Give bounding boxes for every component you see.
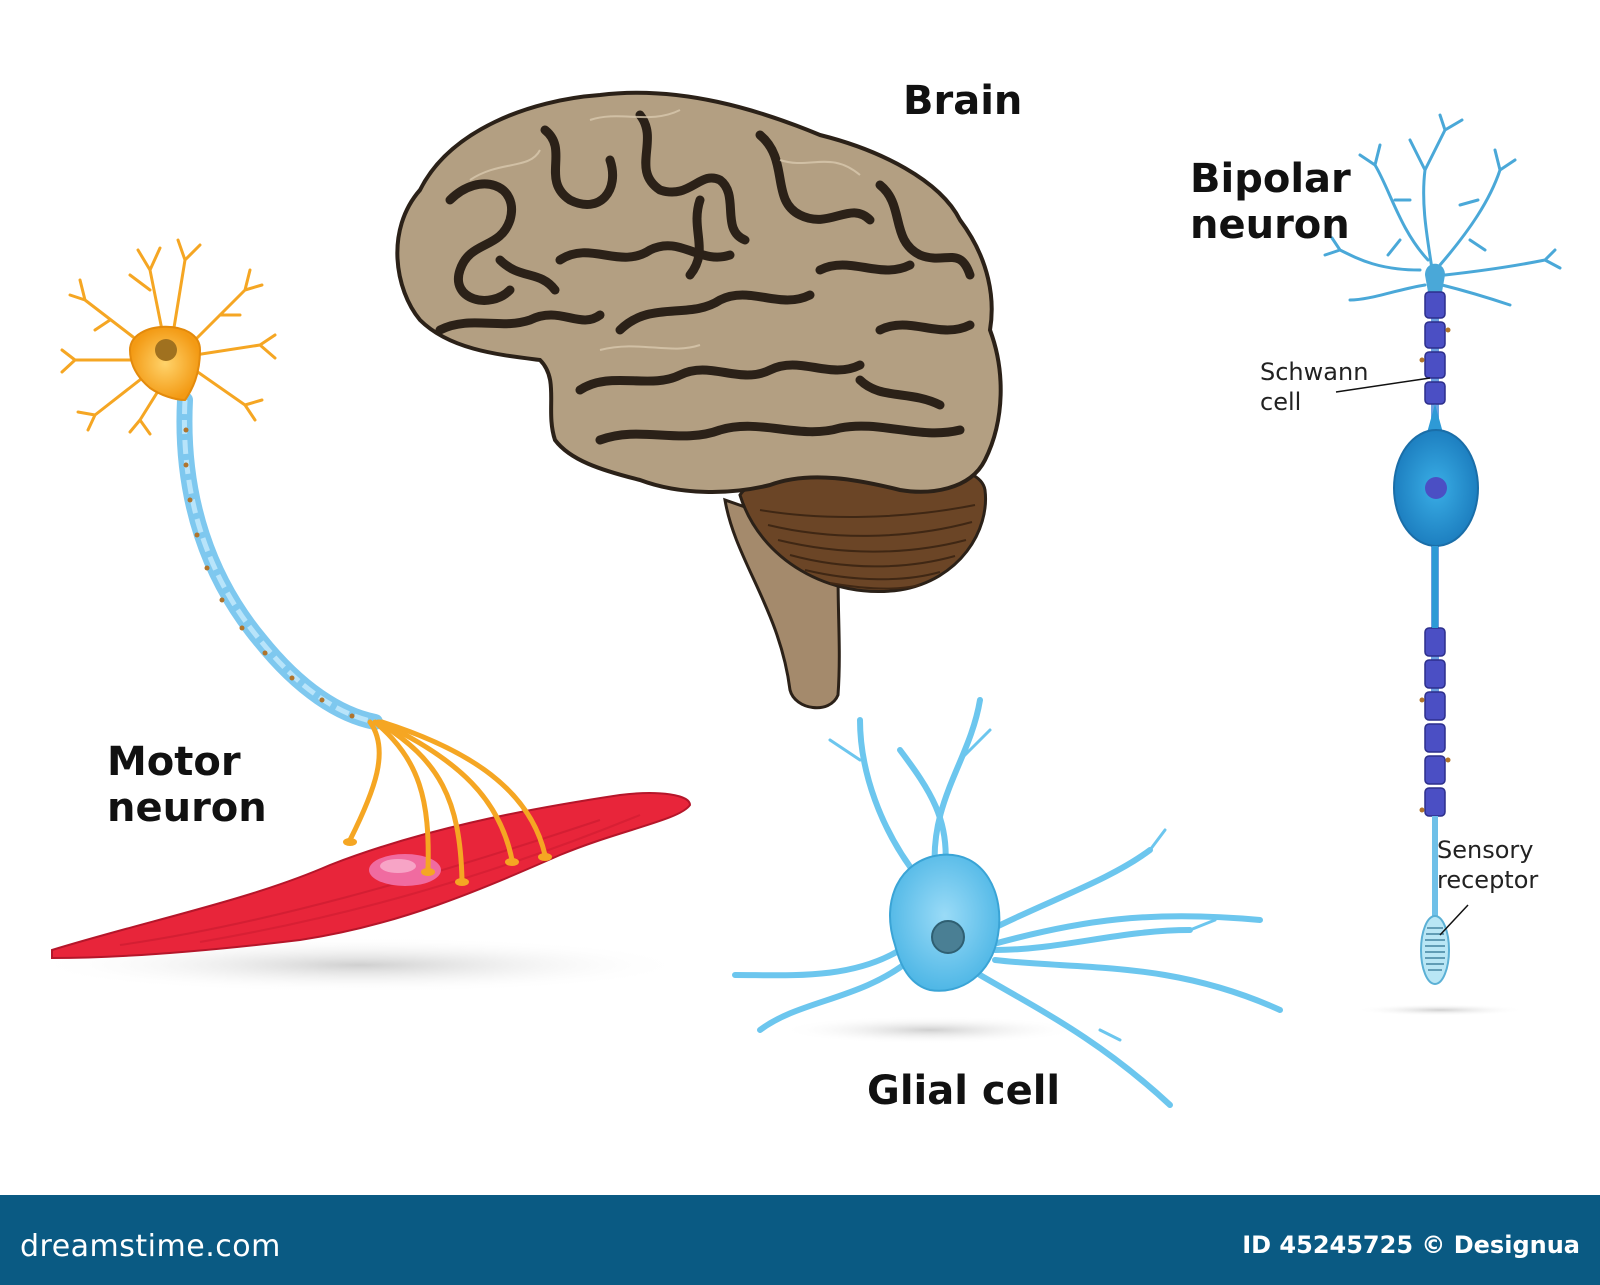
muscle-fiber: [51, 792, 692, 960]
schwann-leader-line: [1335, 377, 1431, 393]
schwann-cell-label-line1: Schwann: [1260, 358, 1369, 386]
sensory-leader-line: [1439, 904, 1469, 936]
sensory-receptor-label-line2: receptor: [1437, 866, 1539, 894]
glial-cell-label: Glial cell: [867, 1068, 1061, 1114]
glial-nucleus: [931, 920, 965, 954]
footer-bar: dreamstime.com ID 45245725 © Designua: [0, 1195, 1600, 1285]
motor-neuron-label-line1: Motor: [107, 739, 241, 785]
schwann-cells-lower: [1424, 627, 1446, 817]
bipolar-neuron-illustration: [1323, 113, 1562, 1016]
glial-cell-illustration: [732, 697, 1283, 1108]
brain-label: Brain: [903, 78, 1023, 124]
footer-site-logo[interactable]: dreamstime.com: [20, 1229, 281, 1264]
schwann-cells-upper: [1424, 291, 1446, 405]
brain-illustration: [395, 90, 1003, 710]
bipolar-nucleus: [1425, 477, 1447, 499]
illustration: [30, 90, 1562, 1108]
motor-neuron-label-line2: neuron: [107, 785, 267, 831]
glial-shadow: [780, 1016, 1080, 1044]
bipolar-neuron-label-line2: neuron: [1190, 202, 1350, 248]
motor-nucleus: [155, 339, 177, 361]
schwann-cell-label-line2: cell: [1260, 388, 1302, 416]
motor-soma: [128, 325, 202, 402]
cerebrum: [395, 90, 1003, 494]
bipolar-neuron-label-line1: Bipolar: [1190, 156, 1351, 202]
footer-image-credit: ID 45245725 © Designua: [1242, 1231, 1580, 1259]
sensory-receptor-label-line1: Sensory: [1437, 836, 1534, 864]
motor-neuron-illustration: [30, 238, 692, 993]
sensory-receptor: [1420, 915, 1450, 985]
bipolar-shadow: [1355, 1004, 1525, 1016]
